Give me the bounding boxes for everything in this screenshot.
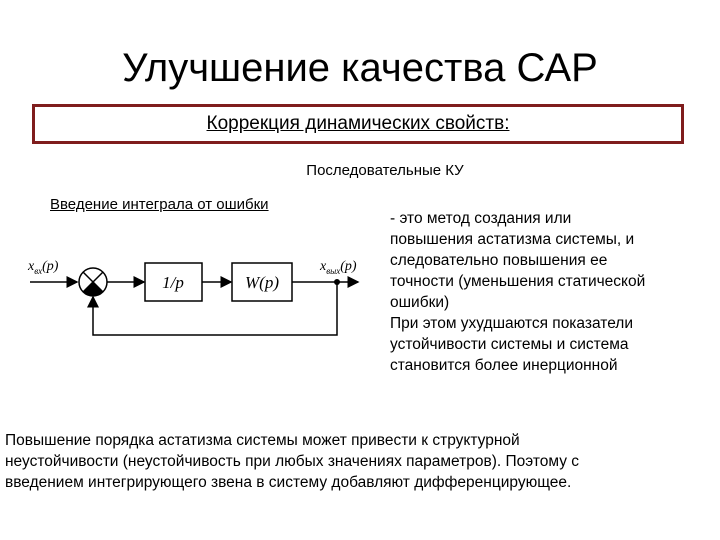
method-label: Введение интеграла от ошибки (50, 196, 269, 213)
summing-junction (78, 267, 108, 297)
output-signal-label: xвых(p) (319, 259, 357, 276)
input-signal-label: xвх(p) (27, 259, 59, 276)
description-line: становится более инерционной (390, 357, 618, 374)
description-line: ошибки) (390, 294, 450, 311)
slide-title: Улучшение качества САР (122, 46, 598, 90)
plant-block (231, 262, 293, 302)
description-line: устойчивости системы и система (390, 336, 629, 353)
feedback-path (87, 282, 338, 336)
plant-label: W(p) (245, 273, 279, 292)
description-line: точности (уменьшения статической (390, 273, 646, 290)
integrator-block (144, 262, 203, 302)
conclusion-line: Повышение порядка астатизма системы може… (5, 432, 520, 449)
subtitle-text: Коррекция динамических свойств: (206, 113, 510, 134)
conclusion-line: неустойчивости (неустойчивость при любых… (5, 453, 580, 470)
description-line: следовательно повышения ее (390, 252, 608, 269)
subtitle-box: Коррекция динамических свойств: (32, 104, 684, 144)
conclusion-line: введением интегрирующего звена в систему… (5, 474, 572, 491)
integrator-label: 1/p (162, 273, 184, 292)
method-description: - это метод создания или повышения астати… (390, 208, 700, 376)
description-line: При этом ухудшаются показатели (390, 315, 633, 332)
conclusion-text: Повышение порядка астатизма системы може… (5, 430, 717, 493)
description-line: - это метод создания или (390, 210, 572, 227)
block-diagram: xвх(p) 1/p W(p) xвых(p) (27, 259, 360, 336)
section-heading: Последовательные КУ (306, 162, 464, 179)
description-line: повышения астатизма системы, и (390, 231, 635, 248)
